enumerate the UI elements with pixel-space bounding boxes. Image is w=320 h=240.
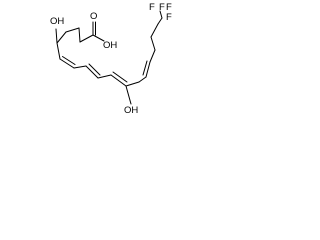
bond-c5-c6 bbox=[56, 42, 61, 60]
bond-c8-c9-double bbox=[88, 63, 101, 76]
bond-c17-c18 bbox=[157, 17, 163, 25]
fluorine-1-label: F bbox=[159, 2, 165, 13]
bond-c12-oh bbox=[125, 85, 132, 105]
bond-c1-oh bbox=[92, 34, 105, 42]
bond-c16-c17 bbox=[150, 23, 159, 38]
bond-c13-c14 bbox=[145, 61, 151, 78]
bond-c14-c15 bbox=[149, 49, 156, 63]
bond-c10-c11-double bbox=[112, 71, 128, 83]
bond-c6-c7-double bbox=[62, 56, 76, 65]
bond-c13-c14-double bbox=[142, 60, 148, 76]
bond-c3-c4 bbox=[65, 27, 80, 33]
bond-c18-c19 bbox=[159, 10, 163, 19]
hydroxyl-top-label: OH bbox=[50, 16, 64, 27]
bond-c2-c3 bbox=[78, 27, 81, 43]
bond-c11-c12 bbox=[125, 81, 140, 87]
bond-c15-c16 bbox=[150, 36, 156, 51]
bond-c12-c13 bbox=[138, 76, 147, 83]
chemical-structure-diagram: OH O OH OH F F F F bbox=[50, 2, 172, 116]
bond-c5-oh bbox=[55, 28, 58, 44]
bond-c1-c2 bbox=[79, 34, 94, 43]
fluorine-3-label: F bbox=[166, 12, 172, 23]
bond-c10-c11 bbox=[110, 74, 127, 87]
carboxylic-acid-label: OH bbox=[103, 40, 117, 51]
bond-c9-c10 bbox=[97, 74, 112, 79]
bond-c6-c7 bbox=[59, 58, 75, 69]
fluorine-2-label: F bbox=[166, 2, 172, 13]
bond-c4-c5 bbox=[56, 31, 67, 44]
hydroxyl-bottom-label: OH bbox=[124, 105, 138, 116]
bond-c7-c8 bbox=[73, 65, 87, 69]
trifluoromethyl-label: F bbox=[149, 2, 155, 13]
bond-c8-c9 bbox=[85, 65, 99, 79]
carbonyl-oxygen-label: O bbox=[90, 11, 97, 22]
